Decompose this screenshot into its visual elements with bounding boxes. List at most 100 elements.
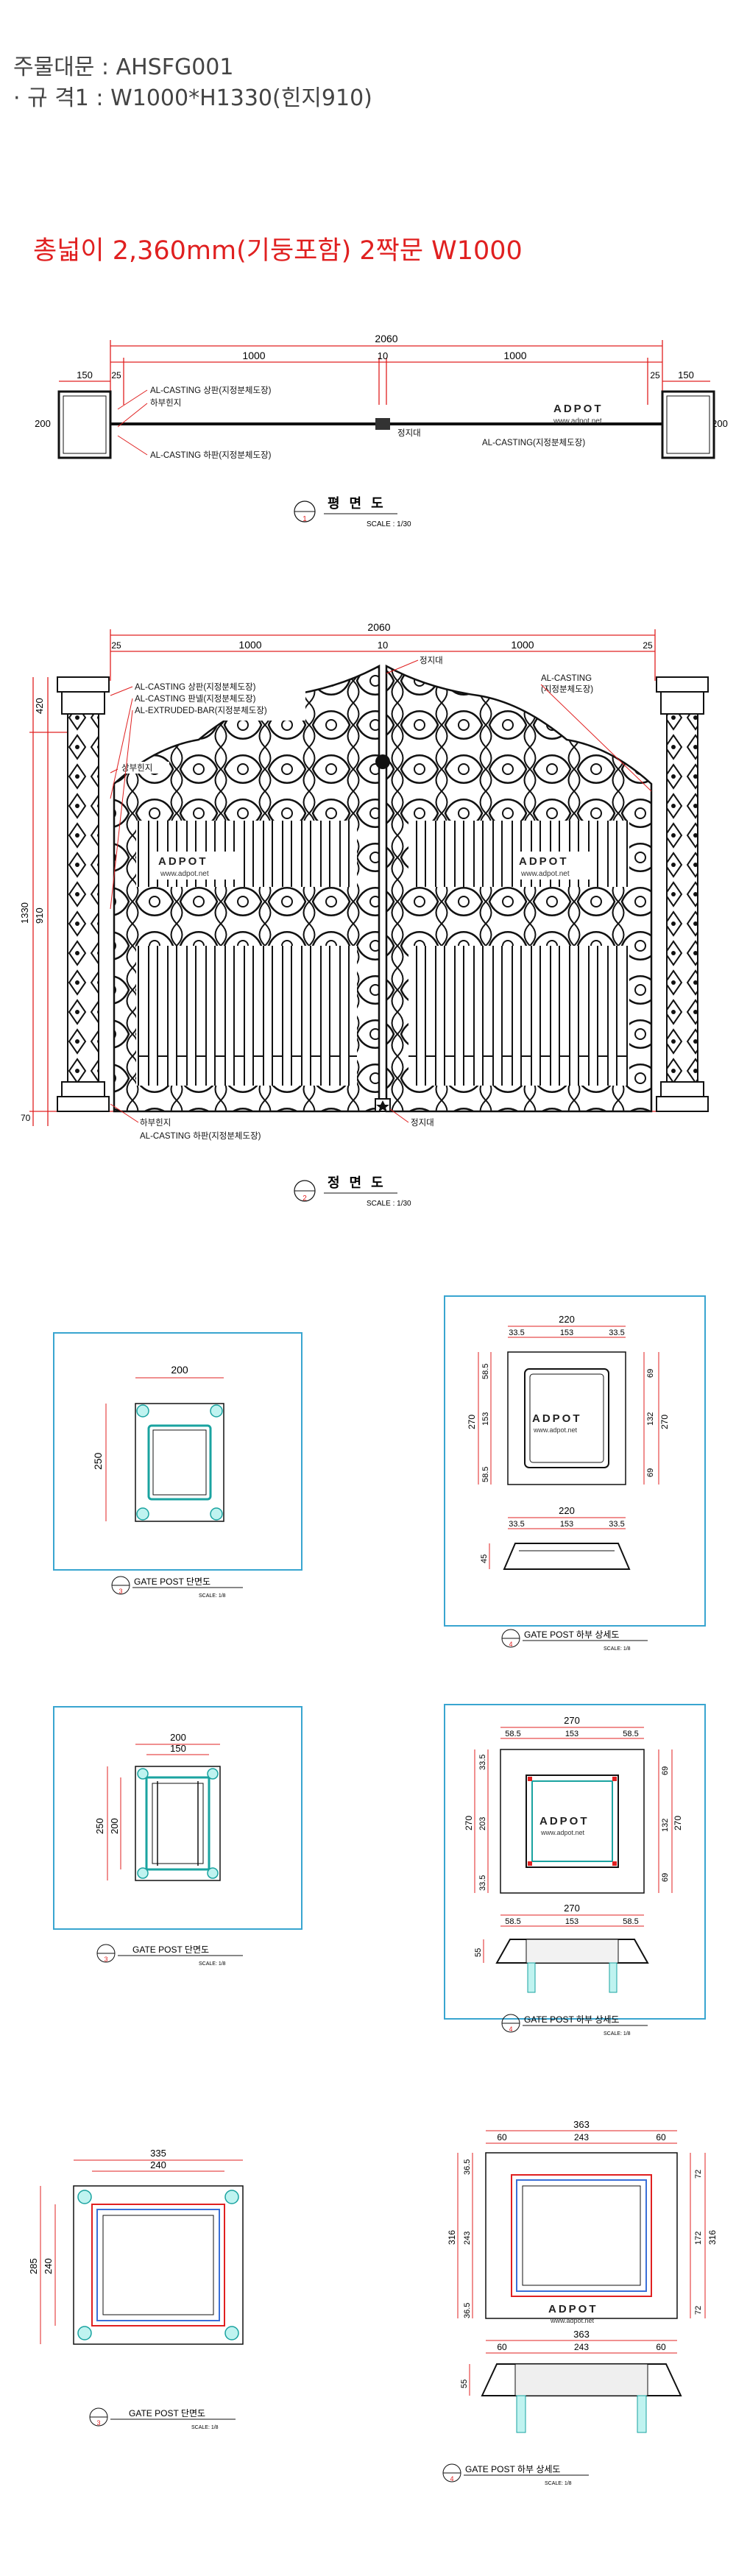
base3-bottom-b: 243 xyxy=(574,2342,589,2352)
elev-dim-hinge-right: 25 xyxy=(643,640,653,651)
headline: 총넓이 2,360mm(기둥포함) 2짝문 W1000 xyxy=(33,236,523,266)
svg-text:ADPOT: ADPOT xyxy=(548,2303,598,2315)
svg-text:SCALE: 1/8: SCALE: 1/8 xyxy=(604,2031,631,2037)
base3-left-total: 316 xyxy=(447,2230,457,2245)
base3-left-c: 36.5 xyxy=(463,2303,472,2318)
base2-bottom-total: 270 xyxy=(564,1903,580,1914)
base2-left-total: 270 xyxy=(464,1816,474,1830)
svg-text:SCALE: 1/8: SCALE: 1/8 xyxy=(199,1961,226,1967)
plan-stopper xyxy=(375,418,390,430)
base2-top-c: 58.5 xyxy=(623,1730,638,1738)
base3-bottom-c: 60 xyxy=(656,2342,666,2352)
base3-left-a: 36.5 xyxy=(463,2159,472,2175)
elev-dim-right: 1000 xyxy=(511,639,534,651)
base1-right-b: 132 xyxy=(646,1412,655,1426)
plan-dim-total: 2060 xyxy=(375,333,397,344)
base1-bottom-c: 33.5 xyxy=(609,1520,624,1529)
svg-text:GATE POST 단면도: GATE POST 단면도 xyxy=(134,1577,210,1587)
svg-text:1: 1 xyxy=(302,515,307,523)
section2-height-outer: 250 xyxy=(94,1818,105,1834)
base2-right-c: 69 xyxy=(661,1873,670,1882)
elev-dim-total: 2060 xyxy=(367,621,390,633)
base1-left-total: 270 xyxy=(467,1415,477,1429)
base3-right-b: 172 xyxy=(694,2232,703,2245)
plan-dim-hinge-left: 25 xyxy=(111,370,121,381)
base2-height: 55 xyxy=(474,1948,483,1957)
base3-right-a: 72 xyxy=(694,2170,703,2179)
section2-width-inner: 150 xyxy=(170,1743,186,1754)
section3-caption: 3 GATE POST 단면도 SCALE: 1/8 xyxy=(89,2407,236,2430)
base1-right-total: 270 xyxy=(659,1415,670,1429)
post-section-panel-1: 200 250 xyxy=(53,1332,302,1571)
svg-text:ADPOT: ADPOT xyxy=(519,855,569,868)
elev-label-extrude: AL-EXTRUDED-BAR(지정분체도장) xyxy=(135,706,267,715)
base3-caption-num: 4 xyxy=(450,2475,453,2483)
base2-right-total: 270 xyxy=(673,1816,683,1830)
elevation-title: 2 정 면 도 SCALE : 1/30 xyxy=(294,1175,411,1208)
post-base-panel-2: 270 58.5 153 58.5 33.5 203 33.5 270 69 1… xyxy=(444,1704,706,2020)
base1-left-c: 58.5 xyxy=(481,1467,490,1482)
elev-label-bottom: AL-CASTING 하판(지정분체도장) xyxy=(140,1130,261,1141)
plan-post-left xyxy=(57,390,112,459)
plan-post-right xyxy=(661,390,715,459)
svg-text:3: 3 xyxy=(96,2419,100,2427)
elev-dim-base: 70 xyxy=(21,1113,31,1123)
base2-top-a: 58.5 xyxy=(505,1730,520,1738)
elev-watermark-right: ADPOT www.adpot.net xyxy=(515,852,596,880)
svg-text:ADPOT: ADPOT xyxy=(158,855,208,868)
svg-text:평 면 도: 평 면 도 xyxy=(328,496,386,511)
svg-text:3: 3 xyxy=(118,1588,122,1595)
base3-height: 55 xyxy=(460,2379,469,2388)
svg-text:www.adpot.net: www.adpot.net xyxy=(533,1426,578,1434)
elev-label-lower-hinge: 하부힌지 xyxy=(140,1117,171,1128)
svg-text:GATE POST 단면도: GATE POST 단면도 xyxy=(129,2408,205,2418)
base3-right-c: 72 xyxy=(694,2306,703,2315)
base1-right-c: 69 xyxy=(646,1468,655,1477)
plan-title: 1 평 면 도 SCALE : 1/30 xyxy=(294,496,411,528)
elev-dim-gap: 10 xyxy=(378,640,388,651)
spec-line: · 규 격1 : W1000*H1330(힌지910) xyxy=(13,85,372,111)
base1-left-b: 153 xyxy=(481,1412,490,1426)
base3-top-c: 60 xyxy=(656,2132,666,2142)
base3-top-total: 363 xyxy=(573,2120,590,2130)
elev-dim-hinge-left: 25 xyxy=(111,640,121,651)
section3-width-inner: 240 xyxy=(150,2159,166,2170)
elev-label-top: AL-CASTING 상판(지정분체도장) xyxy=(135,682,256,692)
section1-width: 200 xyxy=(171,1364,188,1376)
elev-label-right1: AL-CASTING xyxy=(541,674,592,683)
base1-top-b: 153 xyxy=(560,1328,573,1337)
base1-bottom-b: 153 xyxy=(560,1520,573,1529)
svg-text:SCALE: 1/8: SCALE: 1/8 xyxy=(199,1593,226,1599)
svg-text:4: 4 xyxy=(509,1641,512,1648)
plan-dim-post-right: 150 xyxy=(678,369,694,381)
base1-bottom-total: 220 xyxy=(559,1505,575,1516)
base1-bottom-a: 33.5 xyxy=(509,1520,524,1529)
svg-text:ADPOT: ADPOT xyxy=(539,1815,590,1827)
elev-watermark-left: ADPOT www.adpot.net xyxy=(155,852,236,880)
base2-top-total: 270 xyxy=(564,1715,580,1726)
elev-dim-left: 1000 xyxy=(238,639,261,651)
base3-top-a: 60 xyxy=(497,2132,507,2142)
svg-text:ADPOT: ADPOT xyxy=(553,403,604,415)
base2-left-c: 33.5 xyxy=(478,1875,487,1891)
plan-label-hinge: 하부힌지 xyxy=(150,397,181,408)
elev-label-stopper-bottom: 정지대 xyxy=(411,1118,434,1128)
base3-right-total: 316 xyxy=(707,2230,718,2245)
plan-dim-post-left: 150 xyxy=(77,369,93,381)
base2-right-a: 69 xyxy=(661,1766,670,1775)
svg-text:SCALE : 1/30: SCALE : 1/30 xyxy=(367,520,411,528)
plan-dim-hinge-right: 25 xyxy=(650,370,660,381)
svg-text:www.adpot.net: www.adpot.net xyxy=(520,870,570,878)
plan-label-right-casting: AL-CASTING(지정분체도장) xyxy=(482,438,585,447)
post-section-panel-2: 200 150 250 200 xyxy=(53,1706,302,1930)
base1-right-a: 69 xyxy=(646,1369,655,1378)
base1-height: 45 xyxy=(480,1554,489,1563)
svg-text:SCALE : 1/30: SCALE : 1/30 xyxy=(367,1200,411,1208)
base2-bottom-b: 153 xyxy=(565,1917,578,1926)
section1-caption: 3 GATE POST 단면도 SCALE: 1/8 xyxy=(111,1576,243,1599)
elev-label-mid: AL-CASTING 판넬(지정분체도장) xyxy=(135,694,256,704)
base3-caption-title: GATE POST 하부 상세도 xyxy=(465,2464,560,2474)
svg-text:www.adpot.net: www.adpot.net xyxy=(553,417,602,425)
base3-top-b: 243 xyxy=(574,2132,589,2142)
svg-text:GATE POST 단면도: GATE POST 단면도 xyxy=(132,1945,209,1955)
